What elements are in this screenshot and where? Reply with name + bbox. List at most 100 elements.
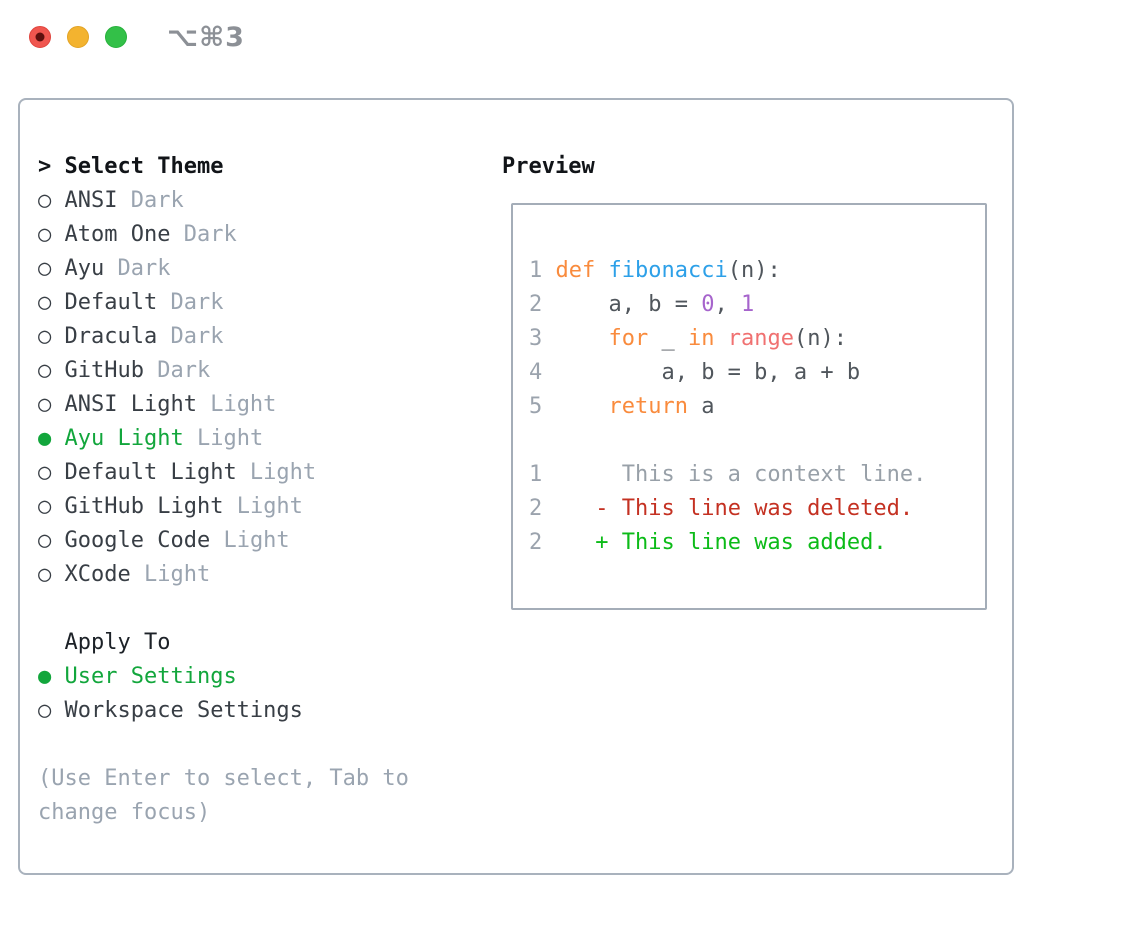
variant-label: Dark xyxy=(157,324,224,349)
radio-selected-icon: ● xyxy=(38,664,65,689)
option-label: ANSI xyxy=(64,188,118,213)
option-label: GitHub Light xyxy=(64,494,224,519)
variant-label: Light xyxy=(196,392,277,417)
theme-option-dracula[interactable]: ○ Dracula Dark xyxy=(38,320,448,354)
hint-text: (Use Enter to select, Tab to change focu… xyxy=(38,766,409,825)
variant-label: Light xyxy=(223,494,303,519)
radio-unselected-icon: ○ xyxy=(38,222,65,247)
radio-unselected-icon: ○ xyxy=(38,460,65,485)
traffic-lights xyxy=(29,26,127,48)
code-segment-ctx: This is a context line. xyxy=(555,462,927,487)
apply-to-title: Apply To xyxy=(64,630,171,655)
theme-option-ayu-light[interactable]: ● Ayu Light Light xyxy=(38,422,448,456)
code-segment-ln: 4 xyxy=(529,360,556,385)
close-dot-icon xyxy=(35,32,45,42)
option-label: Google Code xyxy=(64,528,211,553)
window-title: ⌥⌘3 xyxy=(167,22,245,53)
variant-label: Light xyxy=(210,528,290,553)
code-segment-kw: def xyxy=(555,258,609,283)
radio-unselected-icon: ○ xyxy=(38,392,65,417)
code-segment-ln: 1 xyxy=(529,462,556,487)
option-label: User Settings xyxy=(64,664,237,689)
code-segment-bi: range xyxy=(727,326,794,351)
option-label: XCode xyxy=(64,562,131,587)
code-segment-fn: fibonacci xyxy=(608,258,728,283)
theme-option-google-code[interactable]: ○ Google Code Light xyxy=(38,524,448,558)
apply-to-list: ● User Settings○ Workspace Settings xyxy=(38,660,448,728)
option-label: Workspace Settings xyxy=(64,698,303,723)
main-panel: > Select Theme ○ ANSI Dark○ Atom One Dar… xyxy=(18,98,1014,875)
code-segment-pl: (n): xyxy=(727,258,781,283)
close-button[interactable] xyxy=(29,26,51,48)
radio-unselected-icon: ○ xyxy=(38,494,65,519)
variant-label: Dark xyxy=(104,256,171,281)
code-segment-kw: in xyxy=(687,326,715,351)
variant-label: Light xyxy=(183,426,264,451)
variant-label: Light xyxy=(236,460,317,485)
preview-code: 1 def fibonacci(n): 2 a, b = 0, 1 3 for … xyxy=(513,205,985,560)
select-theme-header: > Select Theme xyxy=(38,150,448,184)
select-theme-title: Select Theme xyxy=(64,154,224,179)
radio-unselected-icon: ○ xyxy=(38,358,65,383)
code-segment-pl: a, b = b, a + b xyxy=(555,360,861,385)
code-segment-pl xyxy=(556,326,609,351)
option-label: Dracula xyxy=(64,324,158,349)
code-segment-kw: return xyxy=(608,394,688,419)
radio-unselected-icon: ○ xyxy=(38,188,65,213)
theme-option-default-light[interactable]: ○ Default Light Light xyxy=(38,456,448,490)
option-label: ANSI Light xyxy=(64,392,197,417)
zoom-button[interactable] xyxy=(105,26,127,48)
option-label: GitHub xyxy=(64,358,144,383)
code-segment-pl xyxy=(556,496,596,521)
radio-unselected-icon: ○ xyxy=(38,528,65,553)
variant-label: Light xyxy=(130,562,211,587)
theme-option-xcode[interactable]: ○ XCode Light xyxy=(38,558,448,592)
code-segment-pl: _ xyxy=(648,326,688,351)
code-segment-pl xyxy=(714,326,727,351)
option-label: Atom One xyxy=(64,222,171,247)
titlebar: ⌥⌘3 xyxy=(0,0,1140,70)
radio-unselected-icon: ○ xyxy=(38,256,65,281)
variant-label: Dark xyxy=(170,222,237,247)
option-label: Default xyxy=(64,290,158,315)
theme-option-ansi-light[interactable]: ○ ANSI Light Light xyxy=(38,388,448,422)
code-segment-pl: a, b = xyxy=(555,292,702,317)
apply-option-workspace-settings[interactable]: ○ Workspace Settings xyxy=(38,694,448,728)
code-segment-ln: 3 xyxy=(529,326,556,351)
apply-to-header: Apply To xyxy=(38,626,448,660)
radio-selected-icon: ● xyxy=(38,426,65,451)
variant-label: Dark xyxy=(143,358,211,383)
theme-option-github-light[interactable]: ○ GitHub Light Light xyxy=(38,490,448,524)
code-segment-add: + This line was added. xyxy=(595,530,887,555)
theme-option-ayu[interactable]: ○ Ayu Dark xyxy=(38,252,448,286)
code-segment-ln: 2 xyxy=(529,496,556,521)
code-segment-pl: (n): xyxy=(793,326,847,351)
theme-option-atom-one[interactable]: ○ Atom One Dark xyxy=(38,218,448,252)
theme-option-github[interactable]: ○ GitHub Dark xyxy=(38,354,448,388)
variant-label: Dark xyxy=(117,188,184,213)
preview-header: Preview xyxy=(502,154,595,179)
code-segment-kw: for xyxy=(608,326,649,351)
preview-pane: 1 def fibonacci(n): 2 a, b = 0, 1 3 for … xyxy=(511,203,987,610)
option-label: Ayu Light xyxy=(64,426,184,451)
radio-unselected-icon: ○ xyxy=(38,324,65,349)
code-segment-ln: 2 xyxy=(529,530,556,555)
code-segment-num: 0 xyxy=(701,292,715,317)
code-segment-ln: 2 xyxy=(529,292,556,317)
option-label: Ayu xyxy=(64,256,105,281)
code-segment-pl xyxy=(556,394,609,419)
code-segment-pl xyxy=(556,530,596,555)
code-segment-pl: , xyxy=(714,292,741,317)
code-segment-pl: a xyxy=(687,394,715,419)
spacer xyxy=(38,592,448,626)
code-segment-ln: 5 xyxy=(529,394,556,419)
option-label: Default Light xyxy=(64,460,237,485)
theme-picker: > Select Theme ○ ANSI Dark○ Atom One Dar… xyxy=(38,150,448,830)
variant-label: Dark xyxy=(157,290,224,315)
theme-option-ansi[interactable]: ○ ANSI Dark xyxy=(38,184,448,218)
minimize-button[interactable] xyxy=(67,26,89,48)
radio-unselected-icon: ○ xyxy=(38,698,65,723)
apply-option-user-settings[interactable]: ● User Settings xyxy=(38,660,448,694)
theme-option-default[interactable]: ○ Default Dark xyxy=(38,286,448,320)
